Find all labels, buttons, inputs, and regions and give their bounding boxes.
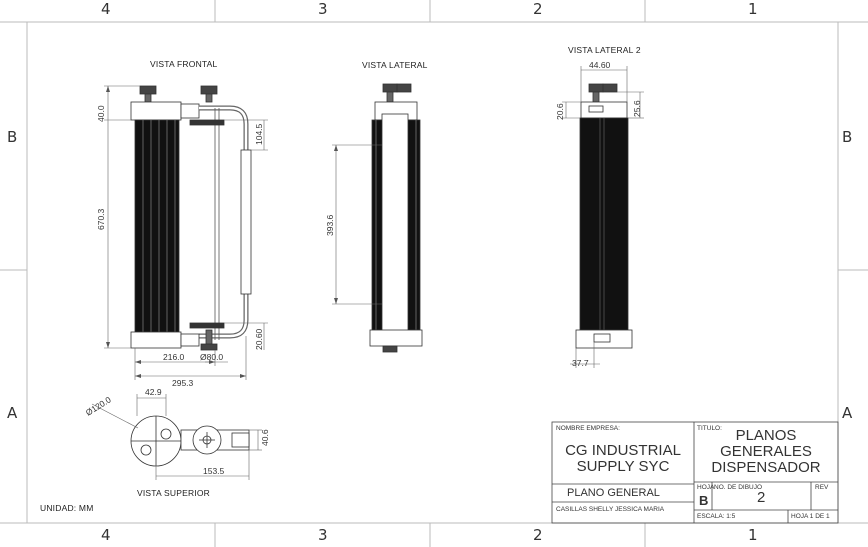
title-line-3: DISPENSADOR [711,459,821,476]
dim-front-bottom-offset: 20.60 [254,328,264,350]
sheet-count: HOJA 1 DE 1 [791,513,830,520]
zone-top-4: 4 [101,0,111,18]
zone-top-1: 1 [748,0,758,18]
author: CASILLAS SHELLY JESSICA MARIA [556,506,665,513]
zone-bottom-2: 2 [533,526,543,544]
dim-front-diameter: Ø80.0 [200,352,223,362]
title-label: TITULO: [697,425,722,432]
sheet-size: B [699,493,709,508]
drawing-number: 2 [757,489,766,506]
rev-label: REV [815,484,829,491]
dim-front-width-216: 216.0 [163,352,185,362]
dim-front-top-height: 40.0 [96,105,106,122]
top-view-drawing [91,394,262,480]
lateral-view-title: VISTA LATERAL [362,60,428,70]
lateral2-view-drawing [562,66,644,368]
zone-left-a: A [7,404,18,422]
dim-top-diameter: Ø120.0 [84,394,113,417]
dim-front-width-total: 295.3 [172,378,194,388]
dim-lateral2-bottom-width: 37.7 [572,358,589,368]
dim-lateral2-left-height: 20.6 [555,103,565,120]
dim-top-width-42: 42.9 [145,387,162,397]
front-view-title: VISTA FRONTAL [150,59,218,69]
dim-top-length: 153.5 [203,466,225,476]
unit-note: UNIDAD: MM [40,503,94,513]
zone-right-b: B [842,128,853,146]
zone-right-a: A [842,404,853,422]
sheet-size-label: HOJA [697,484,715,491]
title-line-1: PLANOS [735,427,797,444]
drawing-title: PLANOS GENERALES DISPENSADOR [700,428,832,476]
zone-top-3: 3 [318,0,328,18]
company-label: NOMBRE EMPRESA: [556,425,620,432]
title-line-2: GENERALES [720,443,812,460]
zone-bottom-3: 3 [318,526,328,544]
dim-front-handle-offset: 104.5 [254,123,264,145]
dim-front-total-height: 670.3 [96,208,106,230]
dim-lateral-inner-height: 393.6 [325,214,335,236]
plan-type: PLANO GENERAL [567,487,660,499]
lateral-view-drawing [332,83,423,353]
dim-lateral2-top-width: 44.60 [589,60,611,70]
dim-lateral2-right-height: 25.6 [632,100,642,117]
zone-left-b: B [7,128,18,146]
zone-bottom-1: 1 [748,526,758,544]
top-view-title: VISTA SUPERIOR [137,488,211,498]
company-line-1: CG INDUSTRIAL [565,442,681,459]
scale: ESCALA: 1:5 [697,513,736,520]
drawing-number-label: NO. DE DIBUJO [714,484,763,491]
lateral2-view-title: VISTA LATERAL 2 [568,45,641,55]
zone-bottom-4: 4 [101,526,111,544]
company-line-2: SUPPLY SYC [576,458,670,475]
zone-top-2: 2 [533,0,543,18]
company-name: CG INDUSTRIAL SUPPLY SYC [552,443,694,475]
title-block-frame [551,421,839,524]
dim-top-height: 40.6 [260,429,270,446]
front-view-drawing [104,85,268,380]
